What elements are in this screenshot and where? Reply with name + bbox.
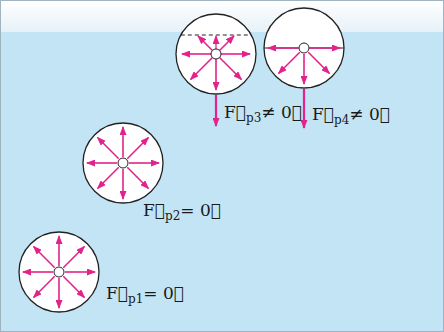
force-arrow (127, 138, 148, 159)
center-dot (211, 49, 221, 59)
element-circle (264, 8, 344, 88)
force-arrow (303, 89, 305, 128)
force-arrow (268, 47, 298, 49)
force-arrow (215, 95, 217, 126)
force-arrow (98, 138, 119, 159)
surface-chord (181, 35, 251, 36)
force-arrow (127, 167, 148, 188)
force-arrow (191, 58, 213, 80)
force-arrow (215, 59, 217, 90)
force-arrow (122, 169, 124, 199)
center-dot (299, 43, 309, 53)
element-circle (19, 232, 99, 312)
force-arrow (63, 276, 84, 297)
force-arrow (220, 58, 242, 80)
force-arrow (279, 52, 300, 73)
element-circle (83, 123, 163, 203)
force-label: F⃗p1= 0⃗ (106, 283, 184, 306)
force-arrow (220, 36, 234, 50)
center-dot (118, 158, 128, 168)
center-dot (54, 267, 64, 277)
liquid-element (176, 14, 256, 126)
force-arrow (87, 162, 117, 164)
force-arrow (308, 52, 329, 73)
liquid-element (19, 232, 99, 312)
element-circle (176, 14, 256, 94)
force-arrow (221, 53, 250, 55)
force-label: F⃗p3≠ 0⃗ (224, 102, 302, 125)
force-arrow (303, 54, 305, 84)
force-arrow (198, 36, 212, 50)
force-label: F⃗p2= 0⃗ (143, 200, 221, 223)
force-arrow (310, 47, 340, 49)
force-arrow (182, 53, 211, 55)
force-arrow (215, 36, 216, 49)
force-arrow (58, 278, 60, 308)
force-arrow (58, 236, 60, 266)
force-arrow (63, 247, 84, 268)
force-arrow (34, 247, 55, 268)
force-label: F⃗p4≠ 0⃗ (312, 104, 390, 127)
force-arrow (129, 162, 159, 164)
force-arrow (23, 271, 53, 273)
force-arrow (122, 127, 124, 157)
force-arrow (34, 276, 55, 297)
force-arrow (65, 271, 95, 273)
liquid-element (83, 123, 163, 203)
force-arrow (98, 167, 119, 188)
